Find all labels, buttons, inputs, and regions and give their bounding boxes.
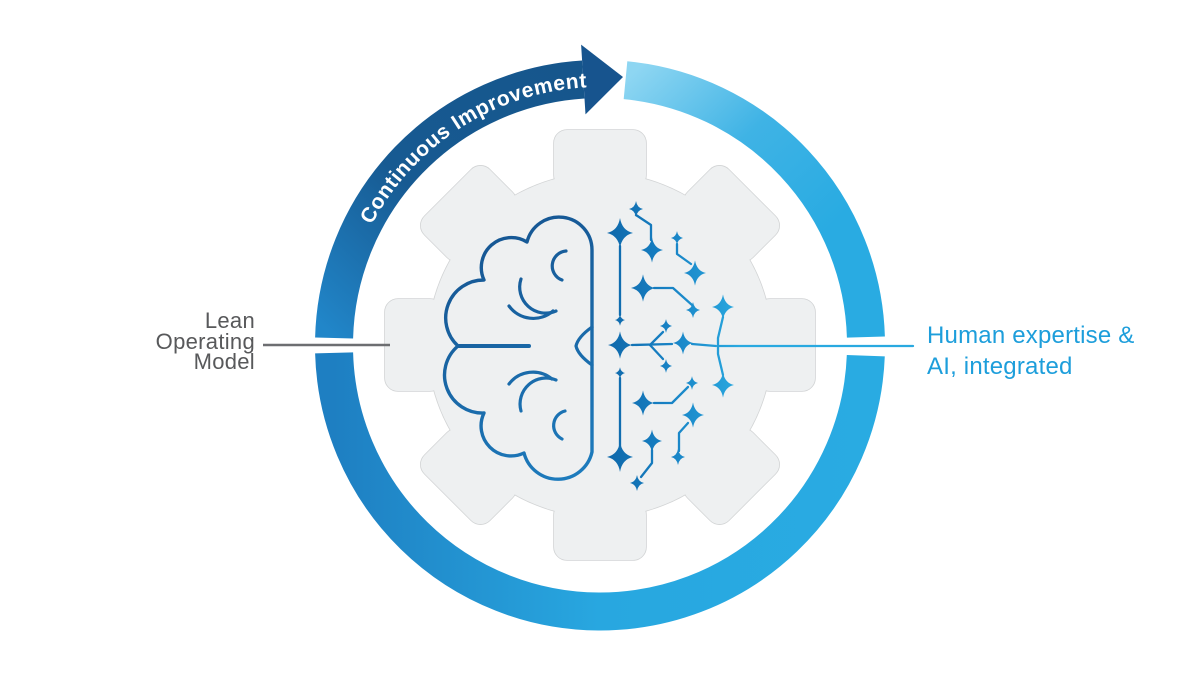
brain-icon bbox=[442, 215, 594, 481]
gear-tooth-fill bbox=[683, 165, 780, 262]
lean-operating-model-label: Lean Operating Model bbox=[95, 308, 255, 374]
cycle-arrow-icon bbox=[315, 60, 585, 339]
lean-label-line3: Model bbox=[193, 349, 255, 374]
neural-link bbox=[690, 342, 718, 348]
gear-tooth-fill bbox=[683, 428, 780, 525]
continuous-improvement-ring bbox=[315, 44, 885, 631]
sparkle-star-icon bbox=[712, 294, 734, 320]
gear-body bbox=[428, 173, 772, 517]
neural-link bbox=[652, 385, 690, 405]
human-ai-label-line2: AI, integrated bbox=[927, 353, 1073, 380]
neural-link bbox=[648, 330, 665, 347]
brain-fissure bbox=[507, 370, 554, 386]
neural-link bbox=[652, 286, 694, 307]
brain-fissure bbox=[550, 249, 568, 282]
sparkle-star-icon bbox=[615, 367, 625, 379]
sparkle-star-icon bbox=[607, 442, 633, 472]
brain-fissure bbox=[574, 325, 594, 367]
sparkle-star-icon bbox=[671, 231, 683, 245]
sparkle-star-icon bbox=[686, 301, 700, 319]
ring-segment-right bbox=[623, 61, 885, 338]
neural-link bbox=[677, 421, 690, 453]
gear-tooth-fill bbox=[385, 299, 443, 391]
gear-tooth-fill bbox=[554, 502, 646, 560]
gear-tooth-fill bbox=[554, 130, 646, 188]
sparkle-star-icon bbox=[641, 237, 663, 263]
sparkle-star-icon bbox=[660, 359, 672, 373]
arrowhead-icon bbox=[581, 44, 623, 115]
neural-link bbox=[648, 343, 665, 361]
gear-tooth-fill bbox=[420, 428, 517, 525]
neural-link bbox=[639, 448, 654, 479]
brain-fissure bbox=[552, 409, 567, 441]
ring-segment-bottom bbox=[315, 352, 885, 631]
sparkle-star-icon bbox=[615, 314, 625, 326]
sparkle-star-icon bbox=[682, 402, 704, 428]
gear-tooth-fill bbox=[420, 165, 517, 262]
human-ai-label-line1: Human expertise & bbox=[927, 322, 1135, 349]
brain-fissure bbox=[507, 304, 555, 320]
sparkle-star-icon bbox=[686, 376, 698, 390]
sparkle-star-icon bbox=[712, 372, 734, 398]
neural-link bbox=[675, 242, 693, 266]
sparkle-star-icon bbox=[642, 429, 662, 453]
sparkle-star-icon bbox=[671, 448, 685, 466]
sparkle-star-icon bbox=[684, 260, 706, 286]
neural-network-icon bbox=[607, 200, 915, 492]
gear-icon bbox=[384, 129, 816, 561]
sparkle-star-icon bbox=[630, 474, 644, 492]
sparkle-star-icon bbox=[632, 390, 654, 416]
sparkle-star-icon bbox=[673, 331, 693, 355]
lean-label-line2: Operating bbox=[155, 328, 255, 354]
sparkle-star-icon bbox=[607, 218, 633, 248]
sparkle-star-icon bbox=[660, 319, 672, 333]
sparkle-star-icon bbox=[608, 331, 632, 359]
lean-label-line1: Lean bbox=[204, 308, 255, 333]
human-ai-label: Human expertise & AI, integrated bbox=[927, 320, 1157, 382]
sparkle-star-icon bbox=[629, 200, 643, 218]
sparkle-star-icon bbox=[631, 274, 655, 302]
neural-link bbox=[634, 213, 653, 242]
